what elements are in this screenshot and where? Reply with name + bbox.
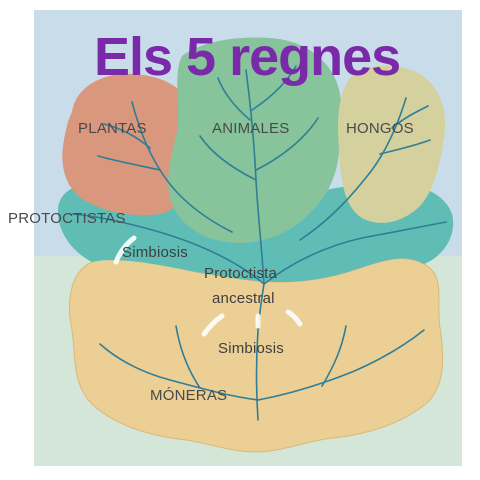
label-plantas: PLANTAS	[78, 120, 147, 137]
label-simbiosis-upper: Simbiosis	[122, 244, 188, 261]
symbiosis-arrows	[113, 235, 303, 337]
label-animales: ANIMALES	[212, 120, 290, 137]
animales-region	[168, 37, 342, 244]
label-moneras: MÓNERAS	[150, 387, 228, 404]
label-hongos: HONGOS	[346, 120, 414, 137]
evolution-branches	[71, 65, 447, 421]
page-title: Els 5 regnes	[94, 27, 401, 87]
label-protoctistas: PROTOCTISTAS	[8, 210, 126, 227]
hongos-region	[338, 65, 446, 223]
plantas-region	[62, 73, 198, 216]
label-protoctista-ancestral-line2: ancestral	[212, 290, 275, 307]
label-protoctista-ancestral-line1: Protoctista	[204, 265, 278, 282]
label-simbiosis-lower: Simbiosis	[218, 340, 284, 357]
